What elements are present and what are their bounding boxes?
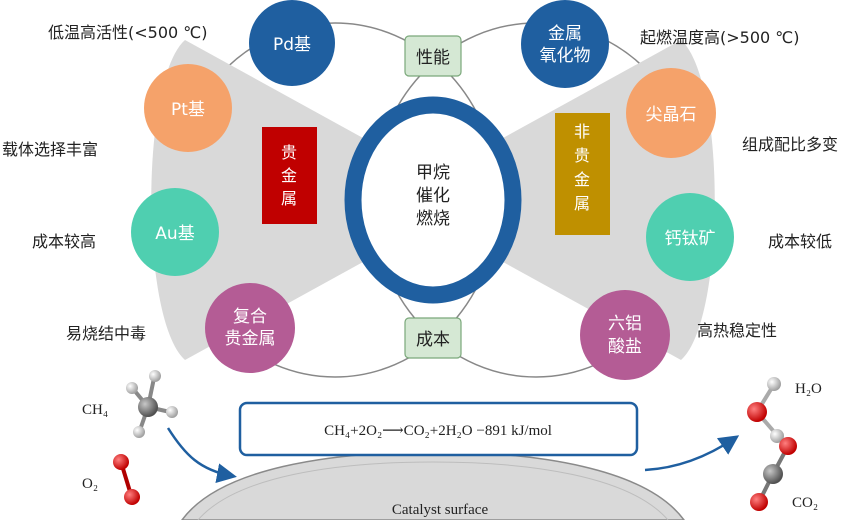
pd-label: Pd基 [273,35,311,55]
center-line-2: 催化 [416,186,450,206]
noble-metal-line-2: 金 [281,166,297,185]
carbon-atom-co2 [763,464,783,484]
ch4-label: CH₄ [82,402,108,418]
oxygen-atom-1 [113,454,129,470]
oxide-line-2: 氧化物 [540,46,591,66]
reactant-arrow [166,427,237,484]
non-noble-line-1: 非 [574,122,590,141]
low-temp-label: 低温高活性(<500 ℃) [48,23,208,42]
non-noble-line-2: 贵 [574,146,590,165]
hydrogen-atom-2 [126,382,138,394]
performance-box [404,35,462,77]
oxygen-atom-h2o [747,402,767,422]
center-line-1: 甲烷 [416,163,450,183]
noble-metal-line-3: 属 [281,189,297,208]
hydrogen-atom-3 [166,406,178,418]
composition-label: 组成配比多变 [742,135,838,154]
composite-circle [205,283,295,373]
performance-label: 性能 [416,48,450,68]
center-line-3: 燃烧 [416,209,450,229]
product-arrow [644,435,740,472]
oxygen-atom-2 [124,489,140,505]
high-cost-label: 成本较高 [32,232,96,251]
o2-label: O₂ [82,476,98,492]
au-label: Au基 [155,224,194,244]
oxygen-atom-co2-2 [779,437,797,455]
high-temp-label: 起燃温度高(>500 ℃) [640,28,800,47]
catalyst-surface-inner [197,461,669,520]
non-noble-line-4: 属 [574,194,590,213]
support-label: 载体选择丰富 [2,140,98,159]
hydrogen-atom-h2o-1 [767,377,781,391]
spinel-circle [626,68,716,158]
au-circle [131,188,219,276]
carbon-atom-ch4 [138,397,158,417]
equation-text: CH₄+2O₂⟶CO₂+2H₂O −891 kJ/mol [324,423,552,439]
poison-label: 易烧结中毒 [66,324,146,343]
non-noble-metal-bar [555,113,610,235]
hexaaluminate-line-2: 酸盐 [608,337,642,357]
pd-circle [249,0,335,86]
noble-metal-bar [262,127,317,224]
hydrogen-atom-4 [133,426,145,438]
perovskite-label: 钙钛矿 [665,229,716,249]
co2-label: CO₂ [792,495,818,511]
cost-box [404,317,462,359]
center-ring [344,96,522,304]
non-noble-line-3: 金 [574,170,590,189]
perovskite-circle [646,193,734,281]
hydrogen-atom-1 [149,370,161,382]
hexaaluminate-line-1: 六铝 [608,314,642,334]
hydrogen-atom-h2o-2 [770,429,784,443]
composite-line-1: 复合 [233,307,267,327]
equation-box [238,401,639,457]
cost-label: 成本 [416,330,450,350]
composite-line-2: 贵金属 [225,329,276,349]
stable-label: 高热稳定性 [697,321,777,340]
pt-circle [144,64,232,152]
noble-metal-line-1: 贵 [281,143,297,162]
spinel-label: 尖晶石 [646,105,697,125]
pt-label: Pt基 [171,100,205,120]
h2o-label: H₂O [795,381,822,397]
low-cost-label: 成本较低 [768,232,832,251]
oxide-circle [521,0,609,88]
oxide-line-1: 金属 [548,24,582,44]
oxygen-atom-co2-1 [750,493,768,511]
catalyst-surface-label: Catalyst surface [392,502,489,518]
hexaaluminate-circle [580,290,670,380]
